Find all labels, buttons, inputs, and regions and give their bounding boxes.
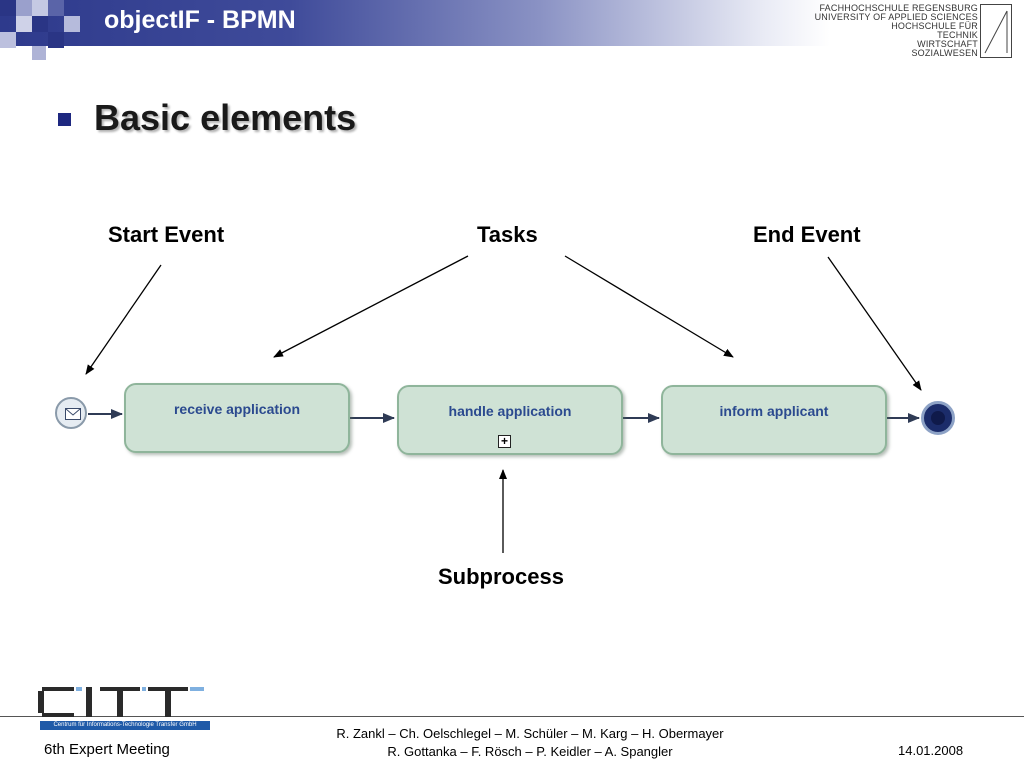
task-handle-application[interactable]: handle application + (397, 385, 623, 455)
task-label: handle application (448, 403, 572, 419)
footer-date: 14.01.2008 (898, 743, 964, 758)
footer-divider (0, 716, 1024, 717)
header-band (0, 0, 830, 46)
label-end-event: End Event (753, 222, 861, 247)
footer-event-name: 6th Expert Meeting (44, 741, 170, 758)
task-inform-applicant[interactable]: inform applicant (661, 385, 887, 455)
footer-authors: R. Zankl – Ch. Oelschlegel – M. Schüler … (300, 725, 760, 761)
bullet-icon (58, 113, 71, 126)
filled-circle-icon (931, 411, 945, 425)
subprocess-plus-icon[interactable]: + (498, 435, 511, 448)
arrow-tasks-left (273, 255, 469, 358)
task-receive-application[interactable]: receive application (124, 383, 350, 453)
label-subprocess: Subprocess (438, 564, 564, 589)
university-logo: FACHHOCHSCHULE REGENSBURG UNIVERSITY OF … (815, 2, 1016, 58)
task-label: receive application (173, 401, 301, 417)
citt-logo: Centrum für Informations-Technologie Tra… (36, 683, 214, 735)
end-event[interactable] (921, 401, 955, 435)
citt-logo-caption: Centrum für Informations-Technologie Tra… (40, 721, 210, 730)
task-label: inform applicant (719, 403, 829, 419)
label-tasks: Tasks (477, 222, 538, 247)
section-title: Basic elements (94, 97, 357, 138)
footer-authors-line1: R. Zankl – Ch. Oelschlegel – M. Schüler … (336, 726, 724, 741)
label-start-event: Start Event (108, 222, 225, 247)
footer-authors-line2: R. Gottanka – F. Rösch – P. Keidler – A.… (387, 744, 673, 759)
start-event[interactable] (55, 397, 87, 429)
header-title: objectIF - BPMN (104, 6, 296, 34)
arrow-to-end-event (827, 256, 922, 391)
arrow-tasks-right (564, 255, 734, 358)
citt-logo-mark (38, 687, 204, 717)
arrow-to-start-event (85, 264, 162, 375)
envelope-icon (65, 408, 81, 420)
university-logo-mark (980, 4, 1012, 58)
